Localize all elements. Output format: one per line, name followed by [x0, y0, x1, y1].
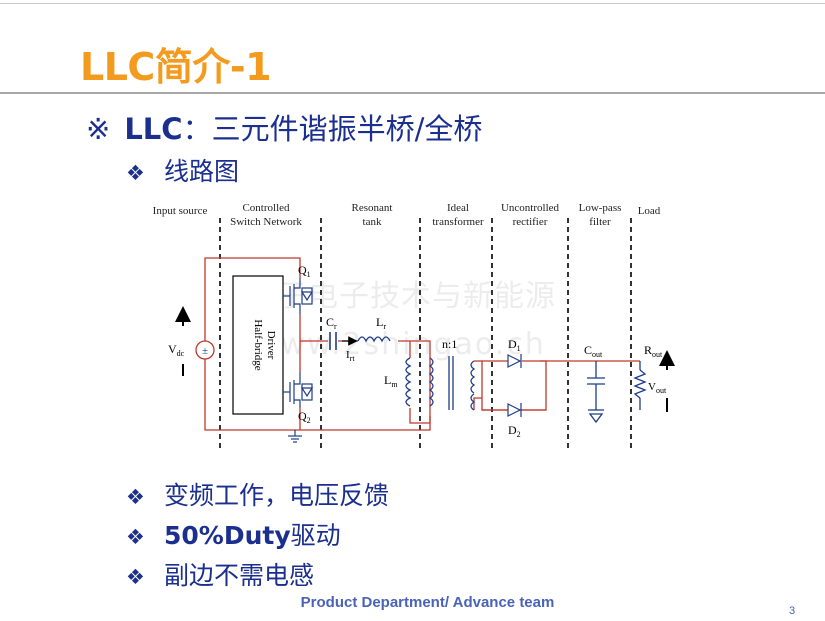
section-label-resonant: Resonant	[352, 202, 393, 214]
svg-text:filter: filter	[589, 216, 611, 228]
bullet-bold-text: 50%Duty	[164, 521, 291, 550]
bullet-item: ❖ 线路图	[126, 152, 239, 188]
heading-rest: ：三元件谐振半桥/全桥	[182, 112, 483, 146]
section-label-switch: Controlled	[242, 202, 290, 214]
svg-text:±: ±	[202, 345, 208, 357]
half-bridge-driver: Half-bridge Driver	[232, 275, 284, 415]
slide-heading: ※ LLC：三元件谐振半桥/全桥	[86, 106, 482, 148]
svg-text:transformer: transformer	[432, 216, 484, 228]
title-divider	[0, 92, 825, 94]
top-border-line	[0, 3, 825, 4]
bullet-text: 变频工作，电压反馈	[164, 481, 390, 510]
ground-symbol	[288, 430, 302, 443]
capacitor-cout	[587, 361, 605, 424]
diamond-bullet-icon: ❖	[126, 161, 145, 185]
mosfet-q2	[283, 372, 314, 408]
diode-d2	[507, 403, 522, 417]
svg-text:tank: tank	[363, 216, 382, 228]
bullet-text: 线路图	[164, 157, 240, 186]
irt-label: Irt	[346, 349, 355, 363]
section-label-filter: Low-pass	[579, 202, 622, 214]
bullet-item: ❖ 50%Duty驱动	[126, 516, 341, 552]
heading-bold-part: LLC	[124, 112, 183, 146]
svg-text:Driver: Driver	[265, 331, 277, 360]
turns-ratio-label: n:1	[442, 337, 457, 351]
q2-label: Q2	[298, 409, 311, 425]
section-label-transformer: Ideal	[447, 202, 469, 214]
bullet-text: 驱动	[290, 521, 341, 550]
watermark-text-2: www.2shingao.ch	[254, 327, 546, 362]
inductor-lm	[405, 357, 412, 407]
svg-text:rectifier: rectifier	[513, 216, 548, 228]
cout-label: Cout	[584, 343, 603, 359]
page-number: 3	[789, 605, 796, 617]
bullet-item: ❖ 副边不需电感	[126, 556, 314, 592]
llc-circuit-diagram: Input source Controlled Switch Network R…	[153, 202, 675, 448]
watermark-text: 电子电子技术与新能源	[246, 279, 556, 314]
section-label-rectifier: Uncontrolled	[501, 202, 560, 214]
section-labels: Input source Controlled Switch Network R…	[153, 202, 661, 228]
bullet-text: 副边不需电感	[164, 561, 315, 590]
rout-label: Rout	[644, 343, 663, 359]
resistor-rout	[633, 361, 647, 410]
section-label-load: Load	[638, 205, 661, 217]
slide-title: LLC简介-1	[80, 45, 272, 89]
bullet-item: ❖ 变频工作，电压反馈	[126, 476, 389, 512]
q1-label: Q1	[298, 263, 311, 279]
section-label-input: Input source	[153, 205, 208, 217]
inductor-lr	[357, 336, 391, 343]
svg-text:Switch Network: Switch Network	[230, 216, 302, 228]
ideal-transformer	[428, 356, 476, 411]
capacitor-cr	[329, 332, 337, 350]
lr-label: Lr	[376, 315, 386, 331]
reference-mark-icon: ※	[86, 112, 111, 146]
footer-text: Product Department/ Advance team	[300, 594, 555, 611]
d1-label: D1	[508, 337, 521, 353]
diamond-bullet-icon: ❖	[126, 485, 145, 509]
diamond-bullet-icon: ❖	[126, 565, 145, 589]
mosfet-q1	[283, 278, 314, 314]
vdc-label: Vdc	[168, 342, 185, 358]
lm-label: Lm	[384, 373, 398, 389]
cr-label: Cr	[326, 315, 337, 331]
diode-d1	[507, 354, 522, 368]
diamond-bullet-icon: ❖	[126, 525, 145, 549]
vout-label: Vout	[648, 381, 667, 395]
d2-label: D2	[508, 423, 521, 439]
svg-text:Half-bridge: Half-bridge	[252, 319, 264, 370]
dc-source: ± Vdc	[168, 306, 215, 376]
